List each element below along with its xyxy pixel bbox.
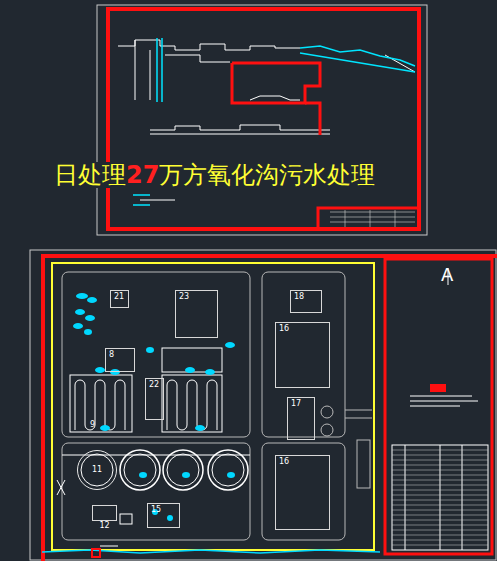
table-rule	[392, 480, 488, 481]
table-rule	[392, 545, 488, 546]
structure-box: 16	[275, 322, 330, 388]
table-rule	[392, 455, 488, 456]
callout-number: 11	[92, 466, 102, 474]
table-rule	[392, 500, 488, 501]
table-rule	[392, 490, 488, 491]
callout-number: 18	[294, 293, 304, 301]
table-rule	[392, 495, 488, 496]
table-rule	[392, 540, 488, 541]
callout-number: 17	[291, 400, 301, 408]
table-rule	[392, 485, 488, 486]
title-part: 27	[126, 161, 159, 189]
table-rule	[392, 525, 488, 526]
structure-box: 16	[275, 455, 330, 530]
title-part: 万方氧化沟污水处理	[159, 161, 375, 189]
table-rule	[392, 470, 488, 471]
table-rule	[392, 450, 488, 451]
table-rule	[392, 505, 488, 506]
clarifier-circle: 11	[77, 450, 117, 490]
callout-number: 12	[99, 522, 109, 530]
callout-number: 9	[90, 421, 95, 429]
table-rule	[392, 475, 488, 476]
structure-box: 21	[110, 290, 129, 308]
callout-number: 15	[151, 506, 161, 514]
table-rule	[392, 515, 488, 516]
north-arrow: A	[441, 266, 453, 284]
table-rule	[392, 520, 488, 521]
top-sheet	[97, 5, 427, 235]
table-rule	[392, 530, 488, 531]
table-rule	[392, 465, 488, 466]
callout-number: 22	[149, 381, 159, 389]
structure-box: 23	[175, 290, 218, 338]
table-rule	[392, 535, 488, 536]
structure-box: 22	[145, 378, 164, 420]
callout-number: 21	[114, 293, 124, 301]
drawing-title: 日处理27万方氧化沟污水处理	[52, 162, 377, 188]
callout-number: 23	[179, 293, 189, 301]
callout-number: 16	[279, 458, 289, 466]
structure-box: 12	[92, 505, 117, 521]
bottom-sheet	[30, 250, 497, 561]
table-rule	[392, 510, 488, 511]
callout-number: 16	[279, 325, 289, 333]
callout-number: 8	[109, 351, 114, 359]
structure-box: 18	[290, 290, 322, 313]
structure-box: 8	[105, 348, 135, 372]
title-part: 日处理	[54, 161, 126, 189]
structure-box: 15	[147, 503, 180, 528]
table-rule	[392, 460, 488, 461]
structure-box: 17	[287, 397, 315, 440]
